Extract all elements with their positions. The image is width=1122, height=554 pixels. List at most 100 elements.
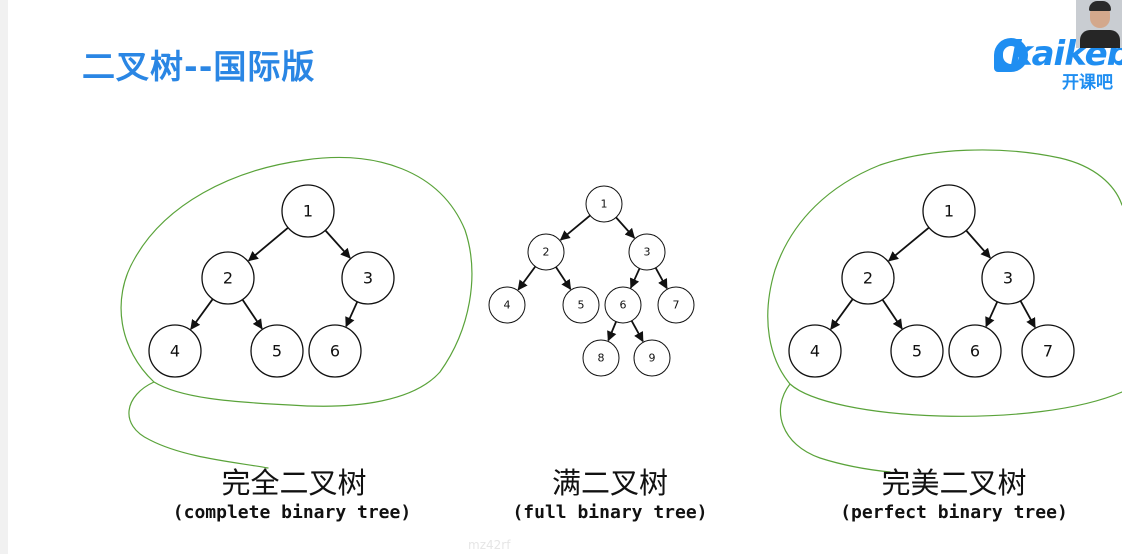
node-circle (585, 185, 623, 223)
node-label: 4 (170, 342, 180, 361)
tree-0: 1 2 3 4 5 6 (148, 184, 395, 378)
watermark-text: mz42rf (468, 538, 511, 552)
node-label: 2 (223, 269, 233, 288)
edge-arrow (559, 214, 591, 241)
tree-node: 6 (948, 324, 1002, 378)
tree-1: 1 2 3 4 5 6 7 8 9 (488, 185, 695, 377)
node-label: 9 (649, 352, 656, 365)
node-circle (582, 339, 620, 377)
tree-node: 6 (308, 324, 362, 378)
tree-node: 1 (281, 184, 335, 238)
node-circle (890, 324, 944, 378)
node-circle (527, 233, 565, 271)
node-circle (1021, 324, 1075, 378)
tree-node: 3 (341, 251, 395, 305)
node-circle (488, 286, 526, 324)
tree-node: 2 (527, 233, 565, 271)
trees-layer: 1 2 3 4 5 6 1 2 3 4 5 6 7 8 9 1 2 3 4 5 6 7 (148, 184, 1075, 378)
node-label: 5 (912, 342, 922, 361)
node-circle (788, 324, 842, 378)
node-circle (922, 184, 976, 238)
tree-node: 5 (890, 324, 944, 378)
edge-arrow (1019, 300, 1036, 329)
tree-node: 5 (562, 286, 600, 324)
node-label: 5 (578, 299, 585, 312)
node-circle (341, 251, 395, 305)
tree-node: 4 (488, 286, 526, 324)
annotation-loop-complete (120, 157, 473, 469)
node-label: 3 (1003, 269, 1013, 288)
tree-node: 7 (1021, 324, 1075, 378)
edge-arrow (190, 298, 214, 330)
node-label: 6 (620, 299, 627, 312)
tree-node: 1 (922, 184, 976, 238)
node-circle (562, 286, 600, 324)
presenter-webcam (1076, 0, 1122, 48)
node-label: 1 (303, 202, 313, 221)
node-label: 4 (504, 299, 511, 312)
node-circle (604, 286, 642, 324)
tree-2: 1 2 3 4 5 6 7 (788, 184, 1075, 378)
node-circle (981, 251, 1035, 305)
edge-arrow (881, 299, 903, 330)
node-circle (841, 251, 895, 305)
edge-arrow (888, 226, 930, 262)
caption-full-cn: 满二叉树 (551, 466, 668, 500)
node-label: 1 (601, 198, 608, 211)
tree-node: 3 (981, 251, 1035, 305)
node-label: 7 (1043, 342, 1053, 361)
tree-node: 4 (148, 324, 202, 378)
node-circle (281, 184, 335, 238)
node-circle (657, 286, 695, 324)
logo-subtext: 开课吧 (1062, 73, 1113, 93)
tree-node: 2 (841, 251, 895, 305)
node-label: 6 (330, 342, 340, 361)
logo-mark-icon (994, 38, 1028, 72)
tree-node: 2 (201, 251, 255, 305)
edge-arrow (629, 268, 641, 289)
edge-arrow (607, 321, 617, 342)
node-label: 1 (944, 202, 954, 221)
annotation-loop-perfect (767, 149, 1122, 473)
node-circle (250, 324, 304, 378)
tree-node: 7 (657, 286, 695, 324)
node-label: 5 (272, 342, 282, 361)
node-label: 2 (543, 246, 550, 259)
tree-node: 1 (585, 185, 623, 223)
node-label: 2 (863, 269, 873, 288)
node-circle (633, 339, 671, 377)
tree-node: 5 (250, 324, 304, 378)
tree-node: 9 (633, 339, 671, 377)
caption-complete-cn: 完全二叉树 (221, 466, 367, 500)
node-circle (201, 251, 255, 305)
edge-arrow (615, 216, 635, 239)
node-circle (308, 324, 362, 378)
edge-arrow (247, 227, 289, 262)
tree-node: 8 (582, 339, 620, 377)
node-label: 4 (810, 342, 820, 361)
tree-node: 4 (788, 324, 842, 378)
caption-full-en: (full binary tree) (512, 502, 708, 523)
edge-arrow (985, 301, 999, 328)
node-label: 7 (673, 299, 680, 312)
presenter-hair (1089, 1, 1111, 11)
edge-arrow (965, 229, 991, 259)
tree-node: 3 (628, 233, 666, 271)
left-edge-strip (0, 0, 8, 554)
edge-arrow (830, 298, 854, 330)
tree-node: 6 (604, 286, 642, 324)
node-circle (628, 233, 666, 271)
hand-drawn-annotations (120, 149, 1122, 473)
node-label: 3 (644, 246, 651, 259)
edge-arrow (630, 320, 644, 343)
node-circle (948, 324, 1002, 378)
node-label: 3 (363, 269, 373, 288)
edge-arrow (555, 266, 572, 290)
presenter-body (1080, 30, 1120, 48)
edge-arrow (654, 267, 668, 290)
node-label: 8 (598, 352, 605, 365)
node-label: 6 (970, 342, 980, 361)
node-circle (148, 324, 202, 378)
slide-title: 二叉树--国际版 (82, 47, 316, 86)
